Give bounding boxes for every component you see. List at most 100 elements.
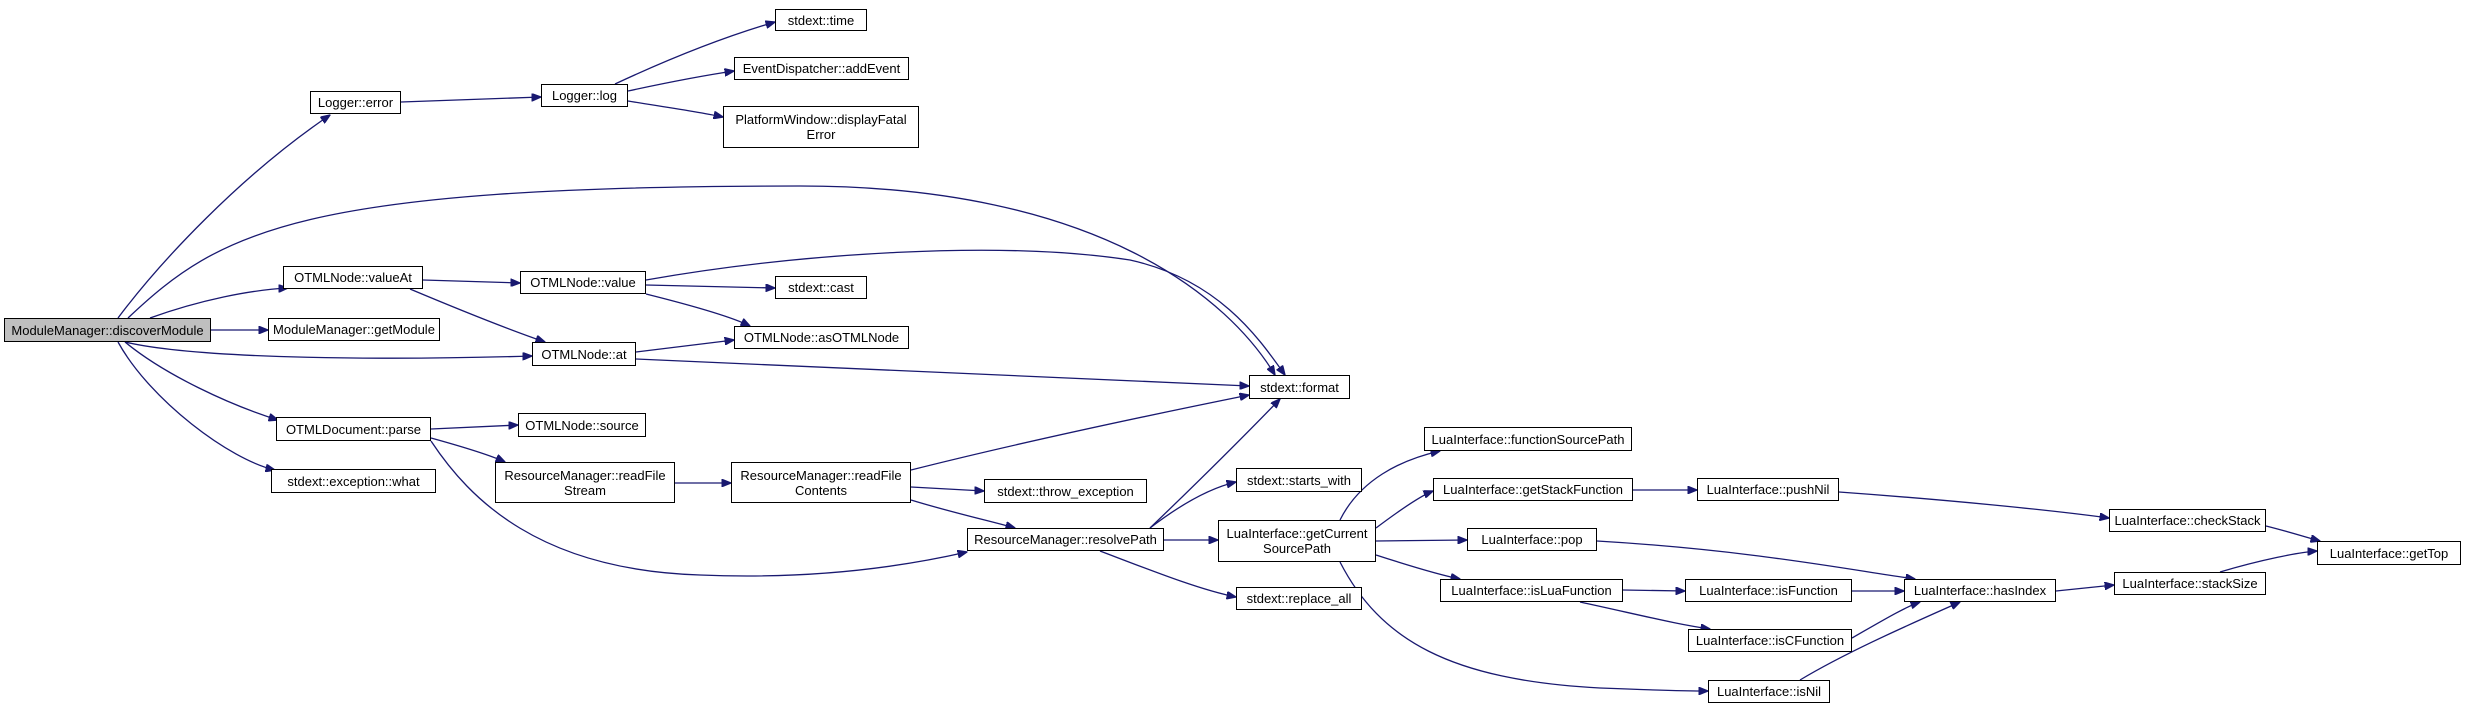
node-startsWith[interactable]: stdext::starts_with [1236, 468, 1362, 492]
node-luaPop[interactable]: LuaInterface::pop [1467, 528, 1597, 551]
node-addEvent[interactable]: EventDispatcher::addEvent [734, 57, 909, 80]
edge-pushNil-to-checkStack [1838, 491, 2109, 518]
node-getTop[interactable]: LuaInterface::getTop [2317, 541, 2461, 565]
edge-checkStack-to-getTop [2265, 525, 2320, 541]
node-isCFunction[interactable]: LuaInterface::isCFunction [1688, 629, 1852, 652]
edge-valueAt-to-otmlAt [409, 288, 545, 342]
edge-readFileContents-to-throwException [910, 486, 984, 491]
node-label: stdext::throw_exception [997, 483, 1134, 499]
edge-readFileContents-to-resolvePath [910, 499, 1015, 528]
node-label: OTMLNode::valueAt [294, 270, 412, 285]
edge-stackSize-to-getTop [2219, 551, 2317, 573]
node-label: OTMLNode::value [530, 275, 636, 290]
edge-hasIndex-to-stackSize [2055, 585, 2114, 592]
node-isFunction[interactable]: LuaInterface::isFunction [1685, 579, 1852, 602]
edge-getCurrentSourcePath-to-isNil [1339, 561, 1708, 691]
node-stackSize[interactable]: LuaInterface::stackSize [2114, 572, 2266, 595]
node-label: Logger::log [551, 88, 618, 103]
node-label: Logger::error [317, 95, 394, 110]
node-label: LuaInterface::getStackFunction [1443, 482, 1623, 497]
edge-getCurrentSourcePath-to-functionSourcePath [1339, 451, 1440, 521]
node-stdextCast[interactable]: stdext::cast [775, 276, 867, 299]
node-isNil[interactable]: LuaInterface::isNil [1708, 680, 1830, 703]
edge-otmlAt-to-asOTMLNode [635, 340, 734, 353]
node-label: stdext::exception::what [287, 473, 420, 489]
node-label: LuaInterface::hasIndex [1913, 583, 2047, 598]
node-discoverModule: ModuleManager::discoverModule [4, 318, 211, 342]
node-pushNil[interactable]: LuaInterface::pushNil [1697, 478, 1839, 501]
edge-otmlValue-to-stdextCast [645, 285, 775, 288]
edge-otmlAt-to-stdextFormat [635, 358, 1249, 386]
node-replaceAll[interactable]: stdext::replace_all [1236, 587, 1362, 610]
edge-discoverModule-to-loggerError [117, 115, 330, 319]
edge-discoverModule-to-exceptionWhat [117, 341, 275, 470]
edge-otmlParse-to-otmlSource [430, 425, 518, 430]
node-label: Error [806, 127, 836, 142]
node-otmlSource[interactable]: OTMLNode::source [518, 413, 646, 437]
edge-isNil-to-hasIndex [1799, 602, 1960, 681]
node-label: LuaInterface::functionSourcePath [1431, 431, 1625, 447]
node-label: Contents [794, 482, 848, 498]
node-label: stdext::replace_all [1246, 591, 1352, 606]
node-loggerLog[interactable]: Logger::log [541, 84, 628, 107]
edge-otmlParse-to-readFileStream [430, 437, 505, 462]
node-hasIndex[interactable]: LuaInterface::hasIndex [1904, 579, 2056, 602]
edge-discoverModule-to-otmlParse [124, 341, 278, 420]
edge-resolvePath-to-stdextFormat [1149, 399, 1280, 529]
node-stdextFormat[interactable]: stdext::format [1249, 375, 1350, 399]
node-label: Stream [564, 482, 606, 498]
edge-discoverModule-to-stdextFormat [127, 185, 1275, 375]
edge-isCFunction-to-hasIndex [1851, 602, 1920, 639]
edge-otmlParse-to-resolvePath [430, 440, 967, 577]
node-getModule[interactable]: ModuleManager::getModule [268, 318, 440, 341]
edge-loggerError-to-loggerLog [400, 97, 541, 103]
node-label: LuaInterface::isLuaFunction [1451, 583, 1612, 598]
node-label: ResourceManager::readFile [504, 467, 666, 483]
node-label: ModuleManager::discoverModule [11, 322, 204, 338]
node-label: LuaInterface::getTop [2329, 545, 2449, 561]
node-asOTMLNode[interactable]: OTMLNode::asOTMLNode [734, 326, 909, 349]
node-getStackFunction[interactable]: LuaInterface::getStackFunction [1433, 478, 1633, 501]
edge-luaPop-to-hasIndex [1596, 540, 1915, 579]
node-stdextTime[interactable]: stdext::time [775, 9, 867, 31]
node-label: LuaInterface::getCurrent [1226, 526, 1368, 541]
node-label: OTMLNode::source [525, 417, 639, 433]
edge-getCurrentSourcePath-to-getStackFunction [1375, 491, 1433, 529]
node-label: LuaInterface::isNil [1716, 684, 1822, 699]
node-throwException[interactable]: stdext::throw_exception [984, 479, 1147, 503]
node-otmlParse[interactable]: OTMLDocument::parse [276, 417, 431, 441]
edge-resolvePath-to-startsWith [1149, 482, 1236, 529]
node-label: OTMLNode::at [541, 346, 627, 362]
edge-loggerLog-to-addEvent [627, 71, 734, 92]
node-label: stdext::cast [788, 280, 854, 295]
node-label: ResourceManager::readFile [740, 467, 902, 483]
node-isLuaFunction[interactable]: LuaInterface::isLuaFunction [1440, 579, 1623, 602]
edge-discoverModule-to-valueAt [149, 288, 288, 319]
node-loggerError[interactable]: Logger::error [310, 91, 401, 114]
node-label: OTMLDocument::parse [285, 421, 422, 437]
node-label: EventDispatcher::addEvent [742, 61, 901, 76]
node-label: LuaInterface::pushNil [1706, 482, 1830, 497]
edge-readFileContents-to-stdextFormat [910, 395, 1249, 471]
node-label: LuaInterface::checkStack [2114, 513, 2261, 528]
node-valueAt[interactable]: OTMLNode::valueAt [283, 266, 423, 289]
edge-otmlValue-to-stdextFormat [645, 249, 1285, 375]
node-label: LuaInterface::isFunction [1699, 583, 1838, 598]
edge-loggerLog-to-stdextTime [614, 22, 775, 85]
node-otmlValue[interactable]: OTMLNode::value [520, 271, 646, 294]
edge-getCurrentSourcePath-to-isLuaFunction [1375, 554, 1460, 579]
node-exceptionWhat[interactable]: stdext::exception::what [271, 469, 436, 493]
node-checkStack[interactable]: LuaInterface::checkStack [2109, 509, 2266, 532]
edge-discoverModule-to-otmlAt [124, 341, 532, 358]
node-resolvePath[interactable]: ResourceManager::resolvePath [967, 528, 1164, 551]
node-label: ModuleManager::getModule [273, 322, 435, 337]
node-functionSourcePath[interactable]: LuaInterface::functionSourcePath [1424, 427, 1632, 451]
node-otmlAt[interactable]: OTMLNode::at [532, 342, 636, 366]
edge-valueAt-to-otmlValue [422, 280, 520, 283]
edge-isLuaFunction-to-isFunction [1622, 590, 1685, 591]
